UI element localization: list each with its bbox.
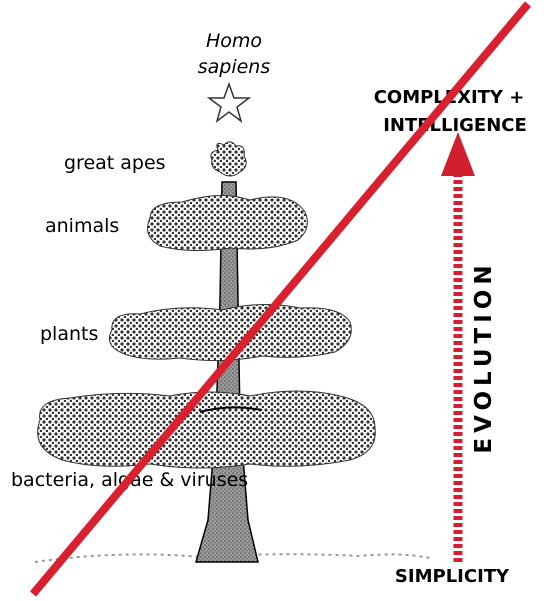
evolution-label: EVOLUTION (471, 260, 497, 453)
simplicity-label: SIMPLICITY (395, 566, 510, 587)
branch-bacteria (38, 391, 376, 468)
evolution-arrow-head (441, 132, 475, 176)
branch-label-animals: animals (45, 215, 119, 237)
branch-animals (148, 195, 308, 250)
star-icon (209, 84, 249, 121)
branch-plants (109, 304, 351, 360)
homo-label-line1: Homo (206, 30, 262, 52)
branch-label-great-apes: great apes (64, 152, 166, 174)
branch-label-plants: plants (40, 323, 98, 345)
homo-label-line2: sapiens (198, 56, 271, 78)
branch-great-apes (211, 142, 246, 176)
complexity-label-line2: INTELLIGENCE (383, 115, 527, 136)
